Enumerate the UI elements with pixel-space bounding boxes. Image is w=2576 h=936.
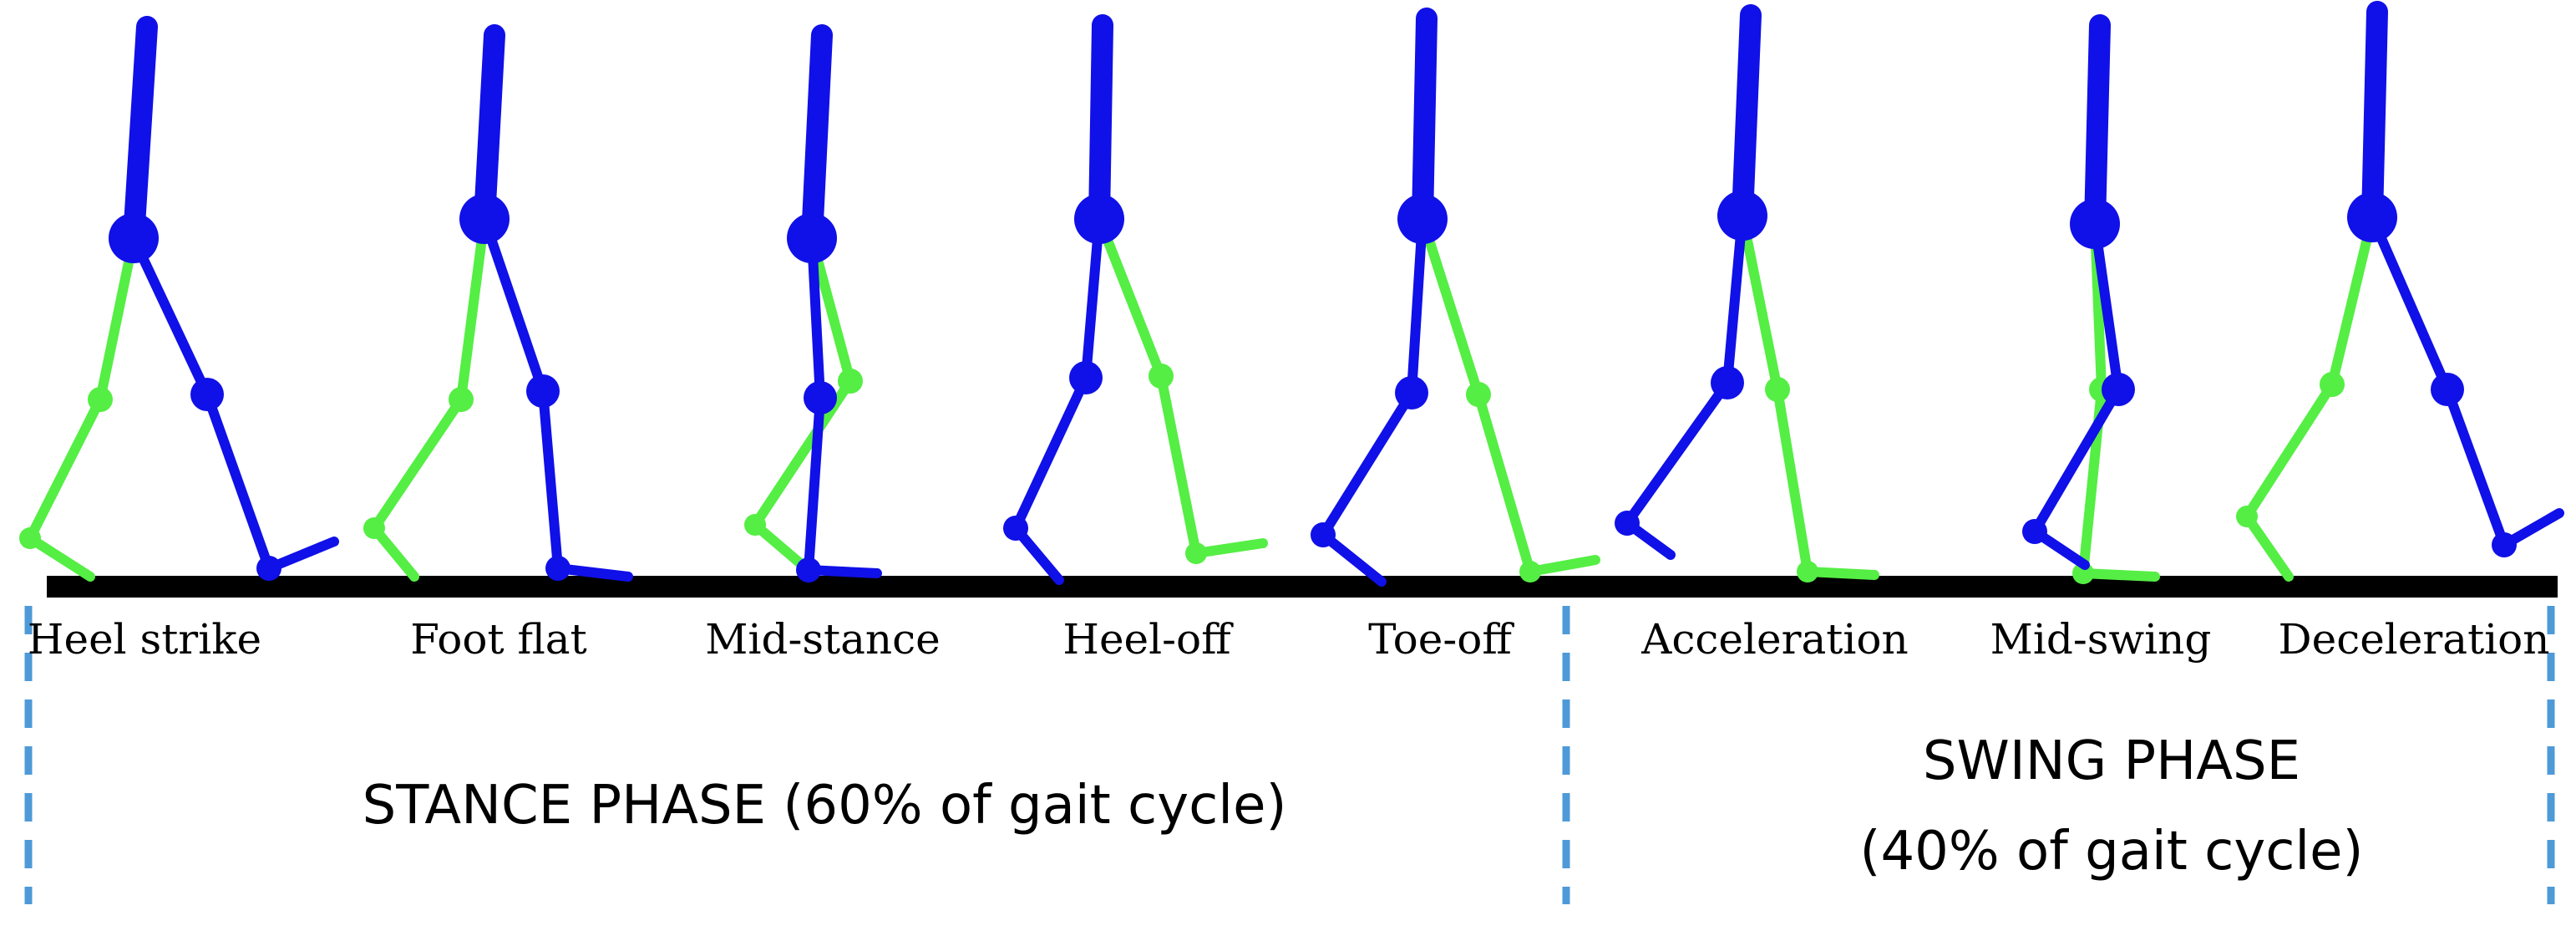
figure-4-blue-thigh [1081, 214, 1104, 383]
gait-figures [19, 1, 2564, 587]
figure-3-blue-shank [804, 393, 825, 575]
figure-8-green-foot [2242, 511, 2294, 582]
phase-label-foot-flat: Foot flat [410, 615, 586, 664]
figure-2-green-thigh [456, 214, 489, 404]
figure-3-blue-ankle [796, 557, 821, 582]
figure-6-green-knee [1765, 377, 1790, 402]
figure-6-blue-shank [1622, 378, 1732, 528]
figure-4-blue-ankle [1003, 516, 1028, 541]
figure-1-hip-joint [109, 213, 159, 263]
figure-6-blue-ankle [1615, 511, 1640, 536]
figure-1-green-shank [25, 394, 105, 543]
figure-5-green-knee [1466, 382, 1491, 407]
figure-8-hip-joint [2347, 192, 2397, 242]
figure-2-trunk [474, 24, 505, 230]
figure-4-blue-knee [1069, 361, 1103, 394]
figure-6-trunk [1732, 4, 1762, 226]
figure-4-green-knee [1149, 364, 1174, 389]
phase-label-heel-strike: Heel strike [28, 615, 261, 664]
figure-5-trunk [1412, 8, 1438, 230]
figure-4-hip-joint [1074, 194, 1124, 244]
figure-2-hip-joint [459, 194, 510, 244]
figure-1-blue-thigh [129, 233, 212, 399]
figure-6-green-foot [1803, 567, 1879, 580]
figure-3-blue-knee [804, 381, 837, 415]
figure-1-green-thigh [95, 233, 139, 404]
figure-8-green-thigh [2327, 212, 2377, 389]
figure-7-hip-joint [2070, 199, 2120, 249]
figure-4-green-ankle [1185, 542, 1207, 564]
figure-7-blue-shank [2030, 384, 2123, 537]
figure-8-green-shank [2242, 379, 2337, 521]
figure-7-trunk [2084, 14, 2111, 235]
figure-4-green-thigh [1094, 214, 1166, 381]
figure-1-green-knee [88, 387, 113, 412]
figure-5-hip-joint [1397, 194, 1448, 244]
figure-8-blue-ankle [2492, 532, 2517, 557]
figure-4-blue-shank [1011, 373, 1091, 533]
figure-1-blue-shank [202, 389, 274, 573]
stance-phase-label: STANCE PHASE (60% of gait cycle) [363, 775, 1287, 837]
figure-6-blue-knee [1711, 366, 1744, 399]
figure-6-hip-joint [1717, 191, 1767, 241]
figure-8-green-ankle [2236, 506, 2258, 527]
figure-2-blue-shank [538, 386, 563, 573]
figure-4-trunk [1088, 14, 1113, 230]
swing-phase-label-percent: (40% of gait cycle) [1859, 821, 2363, 883]
phase-label-acceleration: Acceleration [1640, 615, 1908, 664]
figure-8-blue-shank [2442, 384, 2509, 550]
figure-3-green-knee [838, 369, 863, 394]
figure-2-green-knee [449, 387, 474, 412]
phase-label-toe-off: Toe-off [1368, 615, 1514, 664]
figure-5-green-foot [1525, 555, 1600, 577]
figure-7-blue-thigh [2090, 219, 2123, 394]
figure-5-green-shank [1473, 389, 1535, 577]
figure-5-green-thigh [1417, 214, 1483, 399]
figure-3-trunk [801, 24, 833, 249]
figure-7-blue-knee [2102, 373, 2135, 406]
figure-1-blue-knee [190, 378, 224, 411]
phase-label-mid-stance: Mid-stance [705, 615, 940, 664]
figure-2-blue-thigh [479, 214, 548, 396]
figure-5-blue-knee [1395, 376, 1428, 410]
figure-6-green-shank [1772, 384, 1813, 577]
figure-2-blue-knee [526, 374, 560, 408]
phase-label-heel-off: Heel-off [1062, 615, 1234, 664]
figure-8-green-knee [2320, 372, 2345, 397]
figure-5-green-ankle [1519, 561, 1541, 582]
figure-5-blue-thigh [1407, 214, 1427, 398]
swing-phase-label: SWING PHASE [1923, 730, 2300, 792]
figure-6-green-thigh [1737, 211, 1782, 394]
figure-2-green-shank [369, 394, 466, 533]
figure-1-green-foot [25, 533, 95, 582]
figure-7-green-foot [2078, 568, 2160, 582]
figure-8-blue-thigh [2367, 212, 2452, 394]
figure-5-blue-ankle [1311, 522, 1336, 547]
figure-3-hip-joint [787, 213, 837, 263]
figure-2-blue-ankle [545, 556, 570, 581]
figure-1-green-ankle [19, 527, 41, 549]
figure-3-blue-thigh [807, 233, 825, 403]
figure-8-blue-knee [2431, 373, 2464, 406]
phase-label-mid-swing: Mid-swing [1990, 615, 2212, 664]
figure-1-trunk [123, 16, 158, 249]
figure-5-blue-shank [1318, 388, 1417, 540]
figure-3-green-ankle [744, 514, 766, 536]
figure-4-green-shank [1156, 371, 1201, 558]
figure-4-green-foot [1191, 538, 1268, 558]
figure-6-blue-thigh [1722, 211, 1747, 388]
figure-8-trunk [2361, 1, 2388, 228]
figure-6-green-ankle [1797, 561, 1818, 582]
phase-label-deceleration: Deceleration [2279, 615, 2550, 664]
figure-2-green-ankle [363, 517, 385, 539]
figure-1-blue-ankle [256, 556, 281, 581]
figure-7-blue-ankle [2022, 519, 2047, 544]
